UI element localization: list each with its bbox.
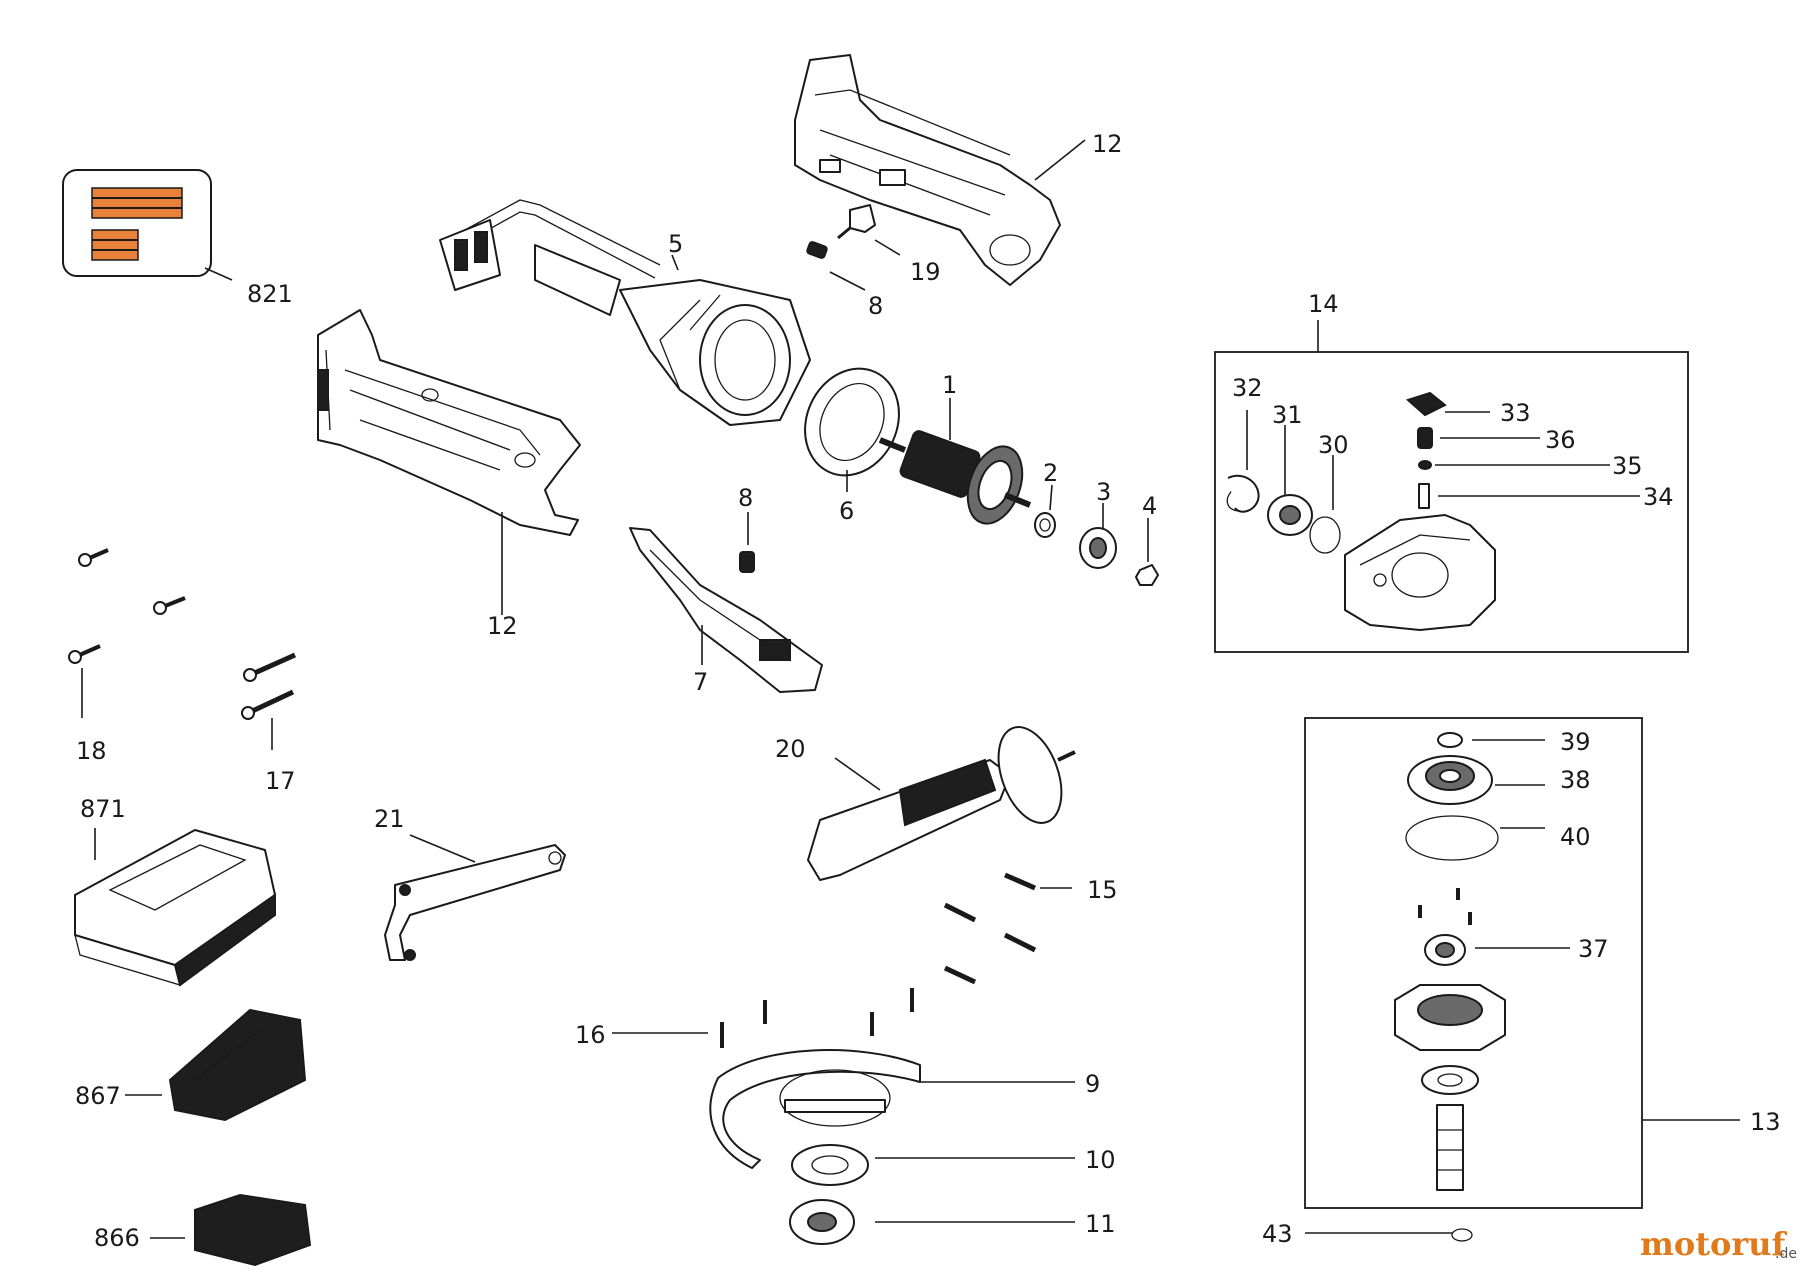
- callout-5: 5: [668, 230, 683, 258]
- part-12-housing-top: [794, 54, 1086, 286]
- callout-7: 7: [693, 668, 708, 696]
- part-30-o-ring: [1309, 455, 1341, 554]
- group-13-box: [1304, 717, 1740, 1209]
- callout-12-left: 12: [487, 612, 518, 640]
- group-14-box: [1214, 320, 1689, 653]
- part-871-case: [74, 828, 276, 987]
- callout-20: 20: [775, 735, 806, 763]
- callout-15: 15: [1087, 876, 1118, 904]
- callout-32: 32: [1232, 374, 1263, 402]
- callout-33: 33: [1500, 399, 1531, 427]
- callout-12-top: 12: [1092, 130, 1123, 158]
- part-5-motor-housing: [439, 199, 811, 426]
- callout-21: 21: [374, 805, 405, 833]
- callout-4: 4: [1142, 492, 1157, 520]
- part-32-circlip: [1226, 410, 1260, 513]
- callout-871: 871: [80, 795, 126, 823]
- part-4-nut: [1135, 518, 1159, 586]
- part-43-circlip: [1305, 1228, 1473, 1242]
- callout-40: 40: [1560, 823, 1591, 851]
- part-36-spring: [1417, 427, 1540, 449]
- callout-30: 30: [1318, 431, 1349, 459]
- callout-8-upper: 8: [868, 292, 883, 320]
- part-38-bearing: [1407, 755, 1545, 805]
- part-12-housing-left: [317, 309, 581, 615]
- callout-821: 821: [247, 280, 293, 308]
- callout-866: 866: [94, 1224, 140, 1252]
- part-2-washer: [1034, 484, 1056, 538]
- callout-1: 1: [942, 371, 957, 399]
- part-19-switch: [837, 204, 901, 256]
- callout-13: 13: [1750, 1108, 1781, 1136]
- part-821-label: [62, 169, 233, 281]
- watermark-logo: motoruf .de: [1640, 1225, 1797, 1263]
- callout-36: 36: [1545, 426, 1576, 454]
- callout-8-lower: 8: [738, 484, 753, 512]
- part-40-o-ring: [1405, 815, 1545, 861]
- callout-18: 18: [76, 737, 107, 765]
- part-20-side-handle: [807, 726, 1076, 881]
- callout-35: 35: [1612, 452, 1643, 480]
- callout-6: 6: [839, 497, 854, 525]
- part-34-pin: [1418, 483, 1640, 509]
- watermark-tld: .de: [1775, 1246, 1797, 1262]
- callout-43: 43: [1262, 1220, 1293, 1248]
- callout-31: 31: [1272, 401, 1303, 429]
- part-1-armature: [878, 398, 1032, 525]
- callout-38: 38: [1560, 766, 1591, 794]
- part-8-spring-lower: [739, 512, 755, 573]
- part-17-long-screws: [241, 652, 297, 750]
- part-866-battery: [150, 1193, 312, 1267]
- part-18-screws: [68, 548, 186, 718]
- callout-11: 11: [1085, 1210, 1116, 1238]
- part-15-screws: [943, 872, 1072, 985]
- callout-17: 17: [265, 767, 296, 795]
- callout-2: 2: [1043, 459, 1058, 487]
- callout-14: 14: [1308, 290, 1339, 318]
- part-33-button: [1406, 391, 1490, 417]
- callout-37: 37: [1578, 935, 1609, 963]
- part-13-spindle-housing: [1394, 984, 1506, 1191]
- part-10-inner-flange: [791, 1144, 1075, 1186]
- part-31-bearing: [1267, 425, 1313, 536]
- callout-3: 3: [1096, 478, 1111, 506]
- part-39-circlip: [1437, 732, 1545, 748]
- part-37-bearing-screws: [1418, 888, 1570, 966]
- part-6-seal: [804, 367, 900, 492]
- watermark-brand: motoruf: [1640, 1225, 1787, 1263]
- callout-19: 19: [910, 258, 941, 286]
- part-21-spanner: [384, 834, 566, 961]
- part-9-guard: [709, 1049, 1075, 1169]
- part-35-washer: [1418, 460, 1610, 470]
- part-8-spring-upper: [806, 241, 866, 291]
- part-7-switch-module: [629, 527, 823, 693]
- callout-9: 9: [1085, 1070, 1100, 1098]
- callout-10: 10: [1085, 1146, 1116, 1174]
- callout-16: 16: [575, 1021, 606, 1049]
- callout-34: 34: [1643, 483, 1674, 511]
- part-16-screws: [612, 988, 914, 1048]
- part-14-gear-housing: [1344, 514, 1496, 631]
- callout-39: 39: [1560, 728, 1591, 756]
- part-3-bearing: [1079, 503, 1117, 569]
- part-11-outer-nut: [789, 1199, 1075, 1245]
- callout-867: 867: [75, 1082, 121, 1110]
- part-867-charger: [125, 1008, 307, 1122]
